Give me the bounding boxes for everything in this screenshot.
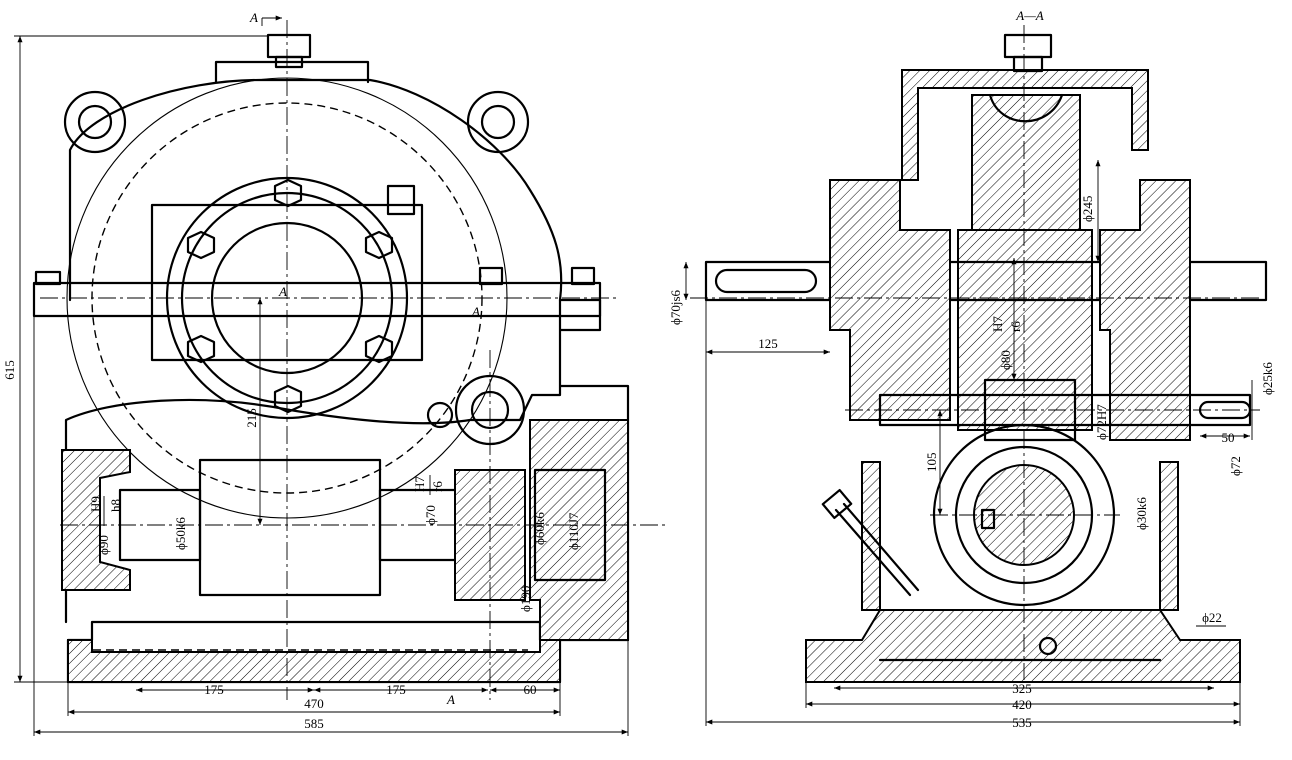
section-base (805, 609, 1241, 683)
fit-h8-label: h8 (108, 499, 123, 512)
dia-72h7-label: ϕ72H7 (1094, 404, 1109, 440)
dim-125: 125 (758, 336, 778, 351)
front-view: 615 215 175 175 60 470 585 A A A A ϕ90 H… (2, 10, 665, 736)
left-bearing-cap (829, 179, 951, 421)
center-distance-label: 215 (244, 408, 259, 428)
dim-175-right: 175 (386, 682, 406, 697)
section-view-title: A—A (1015, 8, 1044, 23)
cover-top-boss (214, 60, 370, 84)
dim-60: 60 (524, 682, 537, 697)
section-cut-label-mid2: A (471, 304, 480, 319)
base-section (67, 639, 561, 683)
hex-bolt-icon (364, 230, 394, 260)
worm-wheel-section (971, 94, 1081, 231)
dim-50: 50 (1222, 430, 1235, 445)
dia-190-label: ϕ190 (518, 586, 533, 612)
dia-80-label: ϕ80 (998, 350, 1013, 370)
stud-bolt-icon (34, 270, 62, 286)
lifting-eyes (63, 90, 530, 154)
stud-bolt-icon (478, 266, 504, 286)
dim-585: 585 (304, 716, 324, 731)
dia-70-label: ϕ70 (423, 505, 438, 525)
fit-70-num-label: H7 (412, 476, 427, 492)
top-cover (901, 69, 1149, 181)
right-bearing-cap (1099, 179, 1191, 441)
dia-30k6-label: ϕ30k6 (1134, 497, 1149, 530)
dim-535: 535 (1012, 715, 1032, 730)
dim-470: 470 (304, 696, 324, 711)
dia-70js6-label: ϕ70js6 (668, 289, 683, 325)
drain-plug-icon (1038, 636, 1058, 656)
dia-72-label: ϕ72 (1228, 456, 1243, 476)
dia-90-label: ϕ90 (96, 535, 111, 555)
section-cut-label-top: A (249, 10, 258, 25)
section-cut-label-mid: A (278, 284, 287, 299)
keyway (714, 268, 818, 294)
worm (198, 458, 382, 597)
right-housing-wall (1159, 461, 1179, 611)
dia-60k6-label: ϕ60k6 (532, 512, 547, 545)
hex-bolt-icon (273, 384, 303, 414)
section-cut-label-bottom: A (446, 692, 455, 707)
dim-105-label: 105 (924, 453, 939, 473)
breather-icon (266, 33, 312, 59)
stud-bolt-icon (570, 266, 596, 286)
right-bearing-housing-section (529, 419, 629, 641)
lower-housing-outline (64, 298, 630, 642)
hex-bolt-icon (186, 334, 216, 364)
dim-420: 420 (1012, 697, 1032, 712)
fit-h9-label: H9 (88, 496, 103, 512)
hex-bolt-icon (364, 334, 394, 364)
cover-bolts (186, 178, 394, 414)
section-view-a-a: A—A (668, 8, 1275, 730)
dia-110j7-label: ϕ110J7 (566, 512, 581, 550)
hex-bolt-icon (186, 230, 216, 260)
fit-80-num-label: H7 (990, 316, 1005, 332)
output-shaft (704, 260, 1268, 302)
lifting-eye-icon (63, 90, 127, 154)
dim-175-left: 175 (204, 682, 224, 697)
dim-325: 325 (1012, 681, 1032, 696)
fit-80-den-label: r6 (1008, 321, 1023, 332)
upper-housing-outline (68, 78, 563, 302)
dia-245-label: ϕ245 (1080, 196, 1095, 222)
stud-bolt-icon (386, 184, 416, 216)
breather-icon (1003, 33, 1053, 59)
flange-bolts (34, 184, 596, 286)
fit-70-den-label: r6 (430, 481, 445, 492)
wheel-hub-section (957, 229, 1093, 431)
dia-25k6-label: ϕ25k6 (1260, 362, 1275, 395)
joint-flange (32, 281, 602, 318)
dia-50k6-label: ϕ50k6 (173, 517, 188, 550)
height-dimension-label: 615 (2, 360, 17, 380)
lifting-eye-icon (466, 90, 530, 154)
left-bearing-housing-section (61, 449, 131, 591)
dia-22-label: ϕ22 (1202, 610, 1222, 625)
hex-bolt-icon (273, 178, 303, 208)
dipstick-icon (834, 502, 920, 597)
